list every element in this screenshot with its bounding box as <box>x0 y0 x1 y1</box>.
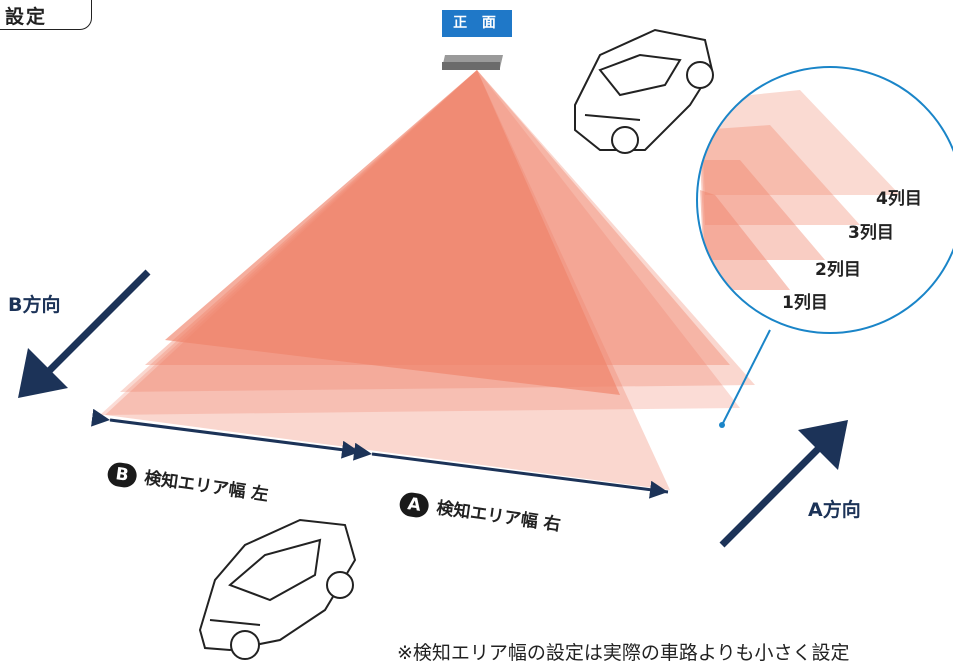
row-label-3: 3列目 <box>848 223 894 243</box>
fan-layer-wide <box>105 70 670 490</box>
callout-line <box>721 329 771 426</box>
direction-arrows <box>18 269 848 548</box>
width-arrow-right <box>353 442 669 499</box>
title-box: 設定 <box>0 0 92 30</box>
front-label: 正 面 <box>442 10 512 37</box>
direction-a-label: A方向 <box>808 499 861 521</box>
width-arrow-left <box>91 408 361 459</box>
page-title: 設定 <box>5 6 48 28</box>
direction-b-arrow <box>18 269 151 398</box>
sensor-a-tag: A <box>398 491 431 519</box>
row-label-2: 2列目 <box>815 260 861 280</box>
sensor-b-tag: B <box>106 461 139 489</box>
sensor-device <box>442 55 503 70</box>
width-arrows <box>91 408 669 499</box>
car-bottom-icon <box>198 518 357 660</box>
car-top-icon <box>574 28 714 154</box>
footnote: ※検知エリア幅の設定は実際の車路よりも小さく設定 <box>397 642 850 664</box>
detection-fan <box>100 70 755 490</box>
fan-layer-1 <box>165 70 620 395</box>
row-label-4: 4列目 <box>876 189 922 209</box>
magnified-circle <box>696 66 953 428</box>
direction-a-arrow <box>719 420 848 548</box>
width-right-side: 右 <box>542 513 562 536</box>
width-left-side: 左 <box>249 483 270 506</box>
direction-b-label: B方向 <box>8 294 61 316</box>
row-label-1: 1列目 <box>782 293 828 313</box>
